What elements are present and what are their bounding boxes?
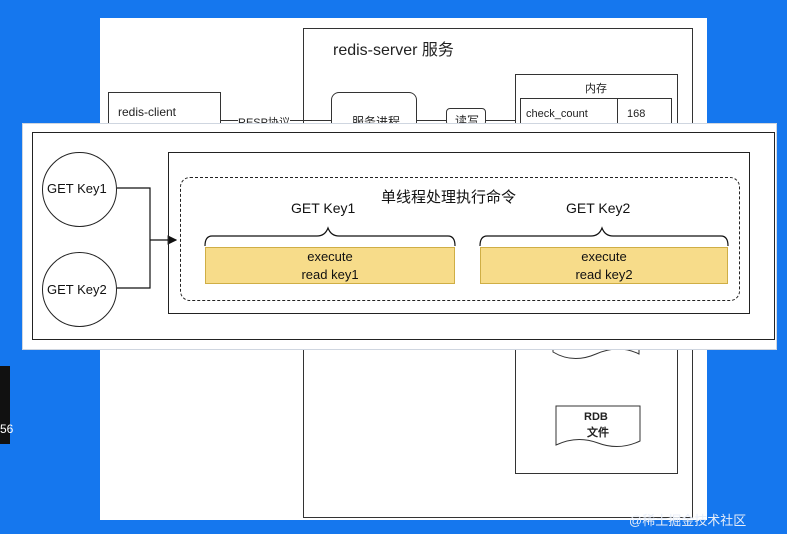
rdb-file-label: RDB <box>584 411 608 423</box>
command-label-1: GET Key1 <box>291 200 356 216</box>
footer-watermark: @稀土掘金技术社区 <box>629 513 747 528</box>
request-label-2: GET Key2 <box>47 282 107 297</box>
execute-block-1 <box>205 247 455 284</box>
execute-block-2 <box>480 247 728 284</box>
memory-value-cell: 168 <box>627 108 646 120</box>
left-edge-strip <box>0 366 10 444</box>
redis-server-title: redis-server 服务 <box>333 42 454 59</box>
memory-table-divider <box>617 98 618 128</box>
processing-outer-box <box>168 152 750 314</box>
command-label-2: GET Key2 <box>566 200 631 216</box>
overlay-inner-frame <box>32 132 775 340</box>
single-thread-dashed-region <box>180 177 740 301</box>
command-braces <box>204 226 729 247</box>
memory-title: 内存 <box>585 83 607 95</box>
rdb-file-icon <box>555 405 641 447</box>
request-merge-connector <box>117 187 177 289</box>
request-node-2 <box>42 252 117 327</box>
rdb-file-sublabel: 文件 <box>587 427 609 439</box>
execute-block-1-action: execute <box>307 249 353 264</box>
request-label-1: GET Key1 <box>47 181 107 196</box>
single-thread-title: 单线程处理执行命令 <box>381 189 517 206</box>
execute-block-2-action: execute <box>581 249 627 264</box>
left-edge-strip-text: 56 <box>0 422 14 436</box>
redis-client-label: redis-client <box>118 105 177 119</box>
memory-key-cell: check_count <box>526 108 588 120</box>
execute-block-2-target: read key2 <box>575 267 633 282</box>
request-node-1 <box>42 152 117 227</box>
execute-block-1-target: read key1 <box>301 267 359 282</box>
